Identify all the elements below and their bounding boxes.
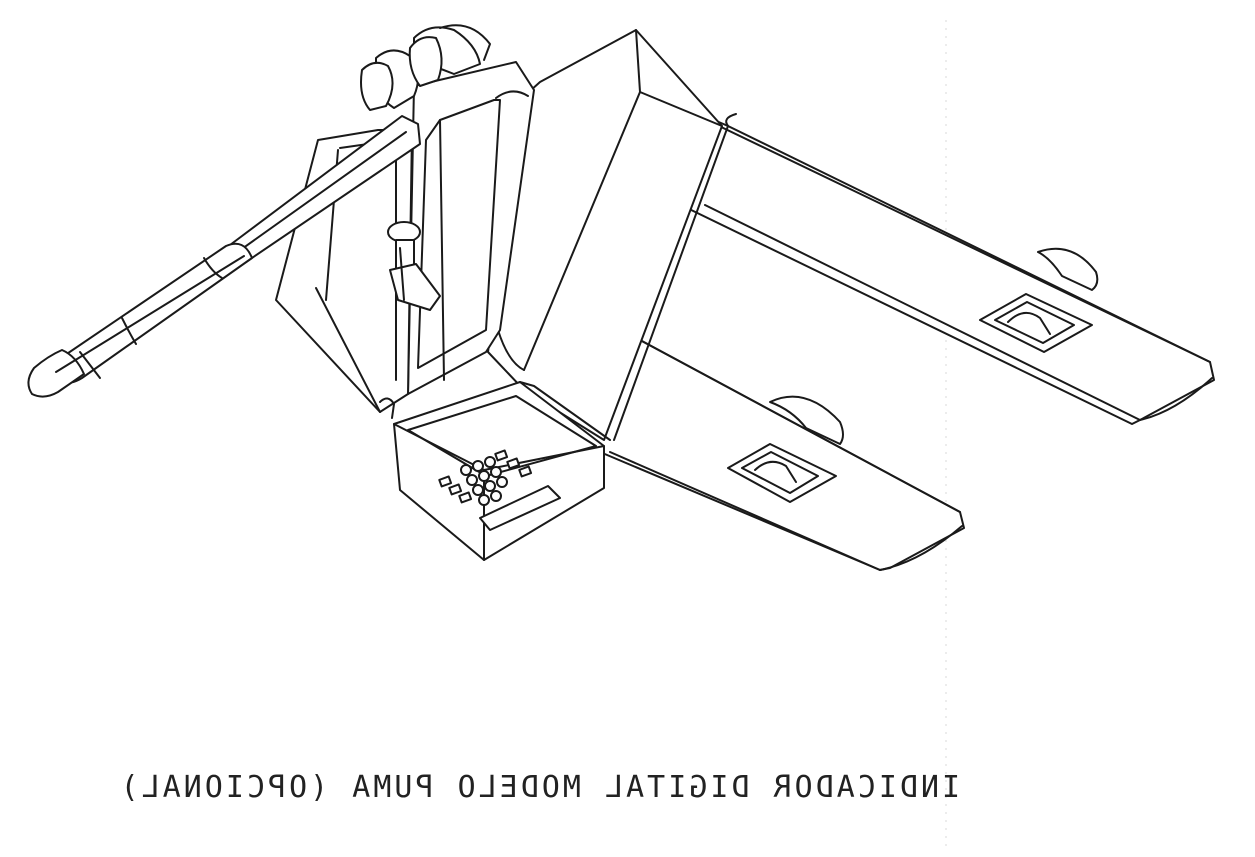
steering-wheels [360,24,491,111]
tiller-handle [27,115,421,398]
fork-right-wheel [1037,247,1099,291]
fork-right-roller-window [979,293,1093,353]
fork-left-wheel [769,395,844,445]
drawing-caption: INDICADOR DIGITAL MODELO PUMA (OPCIONAL) [117,770,960,805]
fork-left-roller-window [727,443,837,503]
indicator-keypad [438,449,533,506]
indicator-display [479,485,561,531]
fork-right [639,87,1215,425]
pump-cylinder [387,221,441,311]
fork-left [519,339,965,571]
